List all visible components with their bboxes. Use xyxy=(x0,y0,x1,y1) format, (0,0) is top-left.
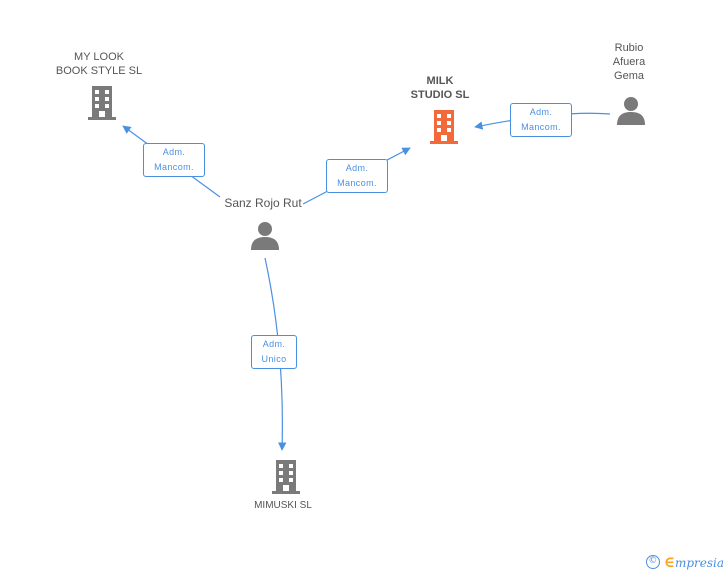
building-icon[interactable] xyxy=(428,110,460,144)
node-label-line: Gema xyxy=(614,70,644,82)
node-label-milk-studio[interactable]: MILK STUDIO SL xyxy=(395,74,485,102)
edge-label-line: Adm. xyxy=(162,147,186,157)
brand-initial: ∈ xyxy=(663,553,675,571)
brand-name: mpresia xyxy=(674,556,724,570)
person-icon[interactable] xyxy=(616,95,646,125)
node-label-line: STUDIO SL xyxy=(410,89,470,101)
node-label-line: MILK xyxy=(426,75,454,87)
copyright-icon: © xyxy=(645,555,660,569)
node-label-line: MIMUSKI SL xyxy=(254,500,312,511)
node-label-line: Rubio xyxy=(614,42,644,54)
edge-label-line: Mancom. xyxy=(337,178,377,188)
node-label-rubio[interactable]: Rubio Afuera Gema xyxy=(600,41,658,83)
edge-label-line: Adm. xyxy=(345,163,369,173)
edge-label-sanz-mimuski[interactable]: Adm. Unico xyxy=(251,335,297,369)
building-icon[interactable] xyxy=(270,460,302,494)
edge-label-sanz-my-look[interactable]: Adm. Mancom. xyxy=(143,143,205,177)
node-label-mimuski[interactable]: MIMUSKI SL xyxy=(238,499,328,513)
node-label-my-look[interactable]: MY LOOK BOOK STYLE SL xyxy=(40,50,158,78)
node-label-line: BOOK STYLE SL xyxy=(55,65,143,77)
building-icon[interactable] xyxy=(86,86,118,120)
node-label-sanz[interactable]: Sanz Rojo Rut xyxy=(215,196,311,210)
edge-label-line: Mancom. xyxy=(521,122,561,132)
edge-label-line: Adm. xyxy=(262,339,286,349)
edge-label-line: Unico xyxy=(261,354,287,364)
edge-label-line: Mancom. xyxy=(154,162,194,172)
edge-label-line: Adm. xyxy=(529,107,553,117)
node-label-line: MY LOOK xyxy=(74,51,124,63)
edge-label-sanz-milk[interactable]: Adm. Mancom. xyxy=(326,159,388,193)
edge-label-rubio-milk[interactable]: Adm. Mancom. xyxy=(510,103,572,137)
brand-logo[interactable]: ∈mpresia xyxy=(664,553,724,571)
node-label-line: Sanz Rojo Rut xyxy=(224,196,302,210)
person-icon[interactable] xyxy=(250,220,280,250)
node-label-line: Afuera xyxy=(612,56,646,68)
brand-footer: © ∈mpresia xyxy=(645,553,724,571)
